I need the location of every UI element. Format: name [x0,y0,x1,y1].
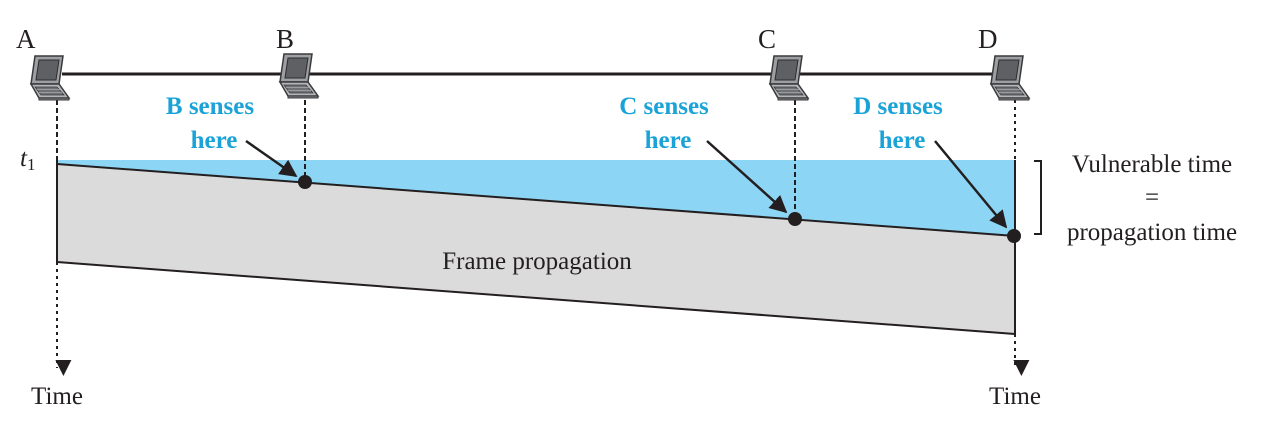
d-here-label: here [879,127,926,154]
frame-propagation-label: Frame propagation [442,248,632,275]
frame-trailing-edge [56,261,1016,335]
station-label-a: A [16,24,36,54]
laptop-icon [769,55,809,101]
b-here-label: here [191,127,238,154]
t1-label: t1 [20,145,35,174]
time-label-left: Time [31,383,83,410]
d-senses-label: D senses [853,93,943,120]
station-label-d: D [978,24,998,54]
b-sense-point [298,175,312,189]
b-senses-label: B senses [166,93,254,120]
c-sense-point [788,212,802,226]
frame-leading-edge [56,163,1016,237]
vulnerable-time-label: Vulnerable time [1072,151,1232,178]
d-sense-point [1007,229,1021,243]
d-sense-arrow [934,140,1008,229]
time-label-right: Time [989,383,1041,410]
laptop-icon [990,55,1030,101]
b-sense-arrow [245,139,298,178]
station-label-c: C [758,24,776,54]
station-label-b: B [276,24,294,54]
c-sense-arrow [706,140,788,214]
c-here-label: here [645,127,692,154]
c-senses-label: C senses [619,93,709,120]
laptop-icon [279,53,319,99]
frame-propagation-region [57,164,1015,334]
propagation-time-label: propagation time [1067,219,1237,246]
equals-label: = [1145,184,1159,211]
laptop-icon [30,55,70,101]
vulnerable-time-bracket [1034,160,1042,235]
